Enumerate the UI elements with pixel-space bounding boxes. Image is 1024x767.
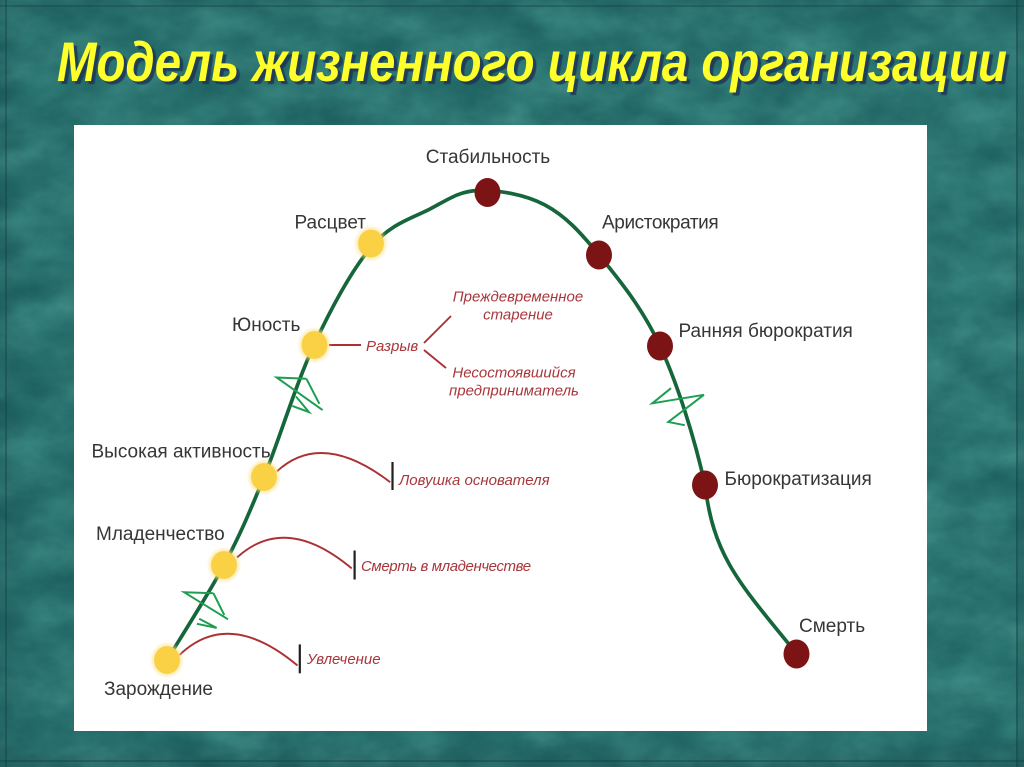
svg-text:Увлечение: Увлечение: [306, 651, 381, 668]
svg-text:Аристократия: Аристократия: [602, 213, 718, 234]
svg-text:Младенчество: Младенчество: [96, 524, 225, 545]
svg-text:Ранняя бюрократия: Ранняя бюрократия: [679, 321, 853, 342]
svg-text:Высокая активность: Высокая активность: [92, 442, 271, 463]
svg-text:Зарождение: Зарождение: [104, 679, 213, 700]
svg-text:предприниматель: предприниматель: [449, 383, 579, 400]
svg-text:Смерть: Смерть: [799, 616, 865, 637]
svg-text:Ловушка основателя: Ловушка основателя: [398, 472, 550, 489]
svg-text:Стабильность: Стабильность: [426, 147, 551, 168]
svg-text:Юность: Юность: [232, 315, 300, 336]
svg-text:Смерть в младенчестве: Смерть в младенчестве: [361, 558, 531, 575]
svg-text:Бюрократизация: Бюрократизация: [725, 469, 872, 490]
svg-text:Несостоявшийся: Несостоявшийся: [452, 365, 575, 382]
svg-text:Преждевременное: Преждевременное: [453, 289, 584, 306]
svg-text:Расцвет: Расцвет: [295, 213, 367, 234]
svg-text:Разрыв: Разрыв: [366, 338, 418, 355]
svg-text:старение: старение: [483, 307, 553, 324]
